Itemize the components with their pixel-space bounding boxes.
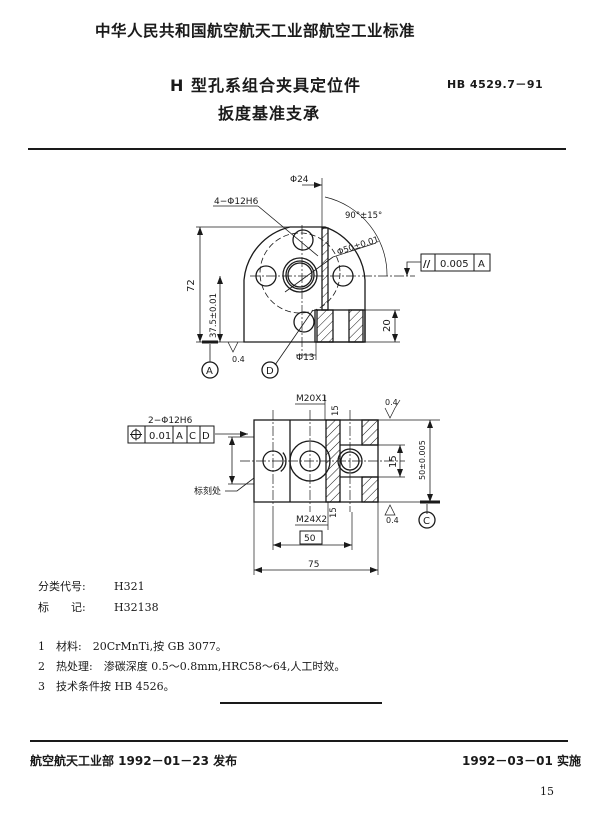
note-number: 3 bbox=[38, 680, 45, 693]
dim-72: 72 bbox=[186, 279, 197, 292]
dim-15-bottom: 15 bbox=[329, 507, 339, 518]
document-title-line2: 扳度基准支承 bbox=[218, 104, 321, 123]
note-text: 材料: 20CrMnTi,按 GB 3077。 bbox=[56, 640, 227, 653]
classification-row: 分类代号: H321 bbox=[38, 578, 145, 594]
document-title-line1: H 型孔系组合夹具定位件 bbox=[170, 76, 361, 95]
classification-value: H321 bbox=[114, 580, 145, 593]
parallelism-value: 0.005 bbox=[440, 259, 469, 270]
hole-callout-top: 4−Φ12H6 bbox=[214, 197, 259, 207]
standard-code: HB 4529.7－91 bbox=[447, 78, 544, 91]
note-text: 技术条件按 HB 4526。 bbox=[56, 680, 175, 693]
roughness-top-view: 0.4 bbox=[232, 355, 245, 364]
notes-end-divider bbox=[220, 702, 382, 704]
engineering-drawing: Φ24 4−Φ12H6 90°±15° Φ50±0.01 72 37.5±0.0… bbox=[127, 175, 491, 575]
thread-m24: M24X2 bbox=[296, 515, 327, 525]
note-item: 2 热处理: 渗碳深度 0.5～0.8mm,HRC58～64,人工时效。 bbox=[38, 658, 345, 674]
dim-75: 75 bbox=[308, 560, 319, 570]
note-number: 2 bbox=[38, 660, 45, 673]
note-number: 1 bbox=[38, 640, 45, 653]
position-datum-c: C bbox=[189, 431, 196, 442]
roughness-front-top: 0.4 bbox=[385, 398, 398, 407]
footer-divider bbox=[30, 740, 568, 742]
angle-tolerance: 90°±15° bbox=[345, 211, 382, 221]
position-value: 0.01 bbox=[149, 431, 171, 442]
dim-50-box: 50 bbox=[304, 534, 316, 544]
thread-m20: M20X1 bbox=[296, 394, 327, 404]
dim-phi13: Φ13 bbox=[296, 353, 315, 363]
dim-phi24: Φ24 bbox=[290, 175, 309, 185]
marking-label: 标刻处 bbox=[194, 485, 221, 497]
dim-15-mid: 15 bbox=[388, 455, 399, 468]
issued-date: 航空航天工业部 1992－01－23 发布 bbox=[30, 754, 238, 768]
parallelism-datum: A bbox=[478, 259, 485, 270]
dim-15-top: 15 bbox=[331, 405, 341, 416]
datum-c: C bbox=[423, 516, 430, 527]
hole-callout-front: 2−Φ12H6 bbox=[148, 416, 193, 426]
mark-value: H32138 bbox=[114, 601, 159, 614]
roughness-front-bottom: 0.4 bbox=[386, 516, 399, 525]
datum-a: A bbox=[206, 366, 213, 377]
position-datum-a: A bbox=[176, 431, 183, 442]
note-item: 3 技术条件按 HB 4526。 bbox=[38, 678, 175, 694]
dim-20: 20 bbox=[382, 319, 393, 332]
dim-37-5: 37.5±0.01 bbox=[209, 293, 219, 338]
mark-row: 标 记: H32138 bbox=[38, 599, 159, 615]
issuing-organization: 中华人民共和国航空航天工业部航空工业标准 bbox=[95, 22, 416, 40]
note-item: 1 材料: 20CrMnTi,按 GB 3077。 bbox=[38, 638, 227, 654]
datum-d: D bbox=[266, 366, 274, 377]
page-number: 15 bbox=[540, 785, 554, 798]
position-datum-d: D bbox=[202, 431, 210, 442]
parallelism-symbol: // bbox=[423, 259, 431, 270]
header-divider bbox=[28, 148, 566, 150]
classification-label: 分类代号: bbox=[38, 580, 86, 593]
note-text: 热处理: 渗碳深度 0.5～0.8mm,HRC58～64,人工时效。 bbox=[56, 660, 346, 673]
top-view-outline bbox=[243, 226, 366, 343]
mark-label: 标 记: bbox=[38, 601, 86, 614]
dim-50-height: 50±0.005 bbox=[418, 440, 427, 480]
effective-date: 1992－03－01 实施 bbox=[462, 754, 581, 768]
